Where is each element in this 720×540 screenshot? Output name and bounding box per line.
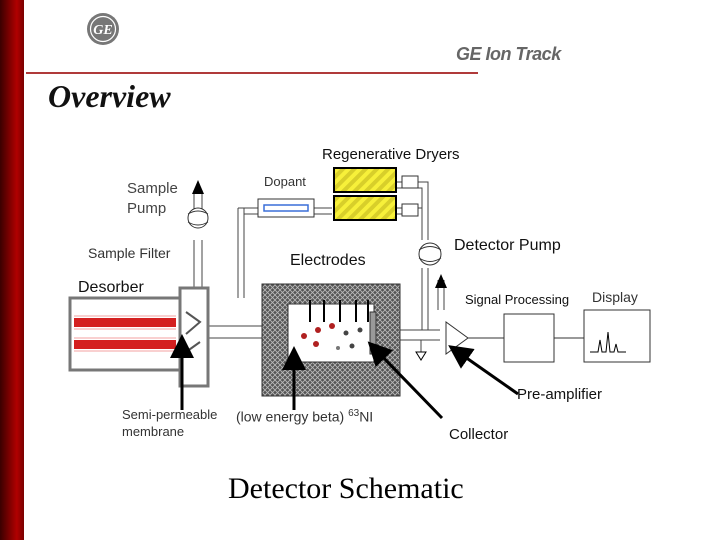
brand-name: GE Ion Track (456, 44, 561, 64)
label-regenerative-dryers: Regenerative Dryers (322, 146, 460, 163)
label-collector: Collector (449, 426, 509, 443)
side-bar (0, 0, 24, 540)
label-dopant: Dopant (264, 174, 306, 189)
label-electrodes: Electrodes (290, 252, 366, 269)
label-sample-pump-line1: Sample (127, 180, 178, 197)
detector-pump-exhaust-arrow (435, 274, 447, 288)
diagram-caption: Detector Schematic (228, 472, 464, 505)
dryer-bottom (333, 195, 397, 221)
detector-pump (418, 242, 442, 266)
label-semi-permeable-line1: Semi-permeable (122, 407, 218, 422)
electrode-rings (309, 300, 369, 322)
dryer-valve-top (401, 175, 419, 189)
header-rule (26, 72, 478, 74)
page-title: Overview (48, 78, 171, 114)
label-pre-amplifier: Pre-amplifier (517, 386, 603, 403)
label-desorber: Desorber (78, 279, 144, 296)
display-box (583, 309, 651, 363)
drift-tube (287, 303, 375, 363)
svg-text:GE: GE (93, 23, 112, 38)
sample-pump-exhaust-arrow (192, 180, 204, 194)
label-detector-pump: Detector Pump (454, 237, 561, 254)
desorber-body (178, 286, 210, 388)
label-beta-source: (low energy beta) 63NI (236, 408, 374, 425)
label-signal-processing: Signal Processing (465, 292, 570, 307)
pre-amplifier (445, 321, 469, 355)
dryer-valve-bottom (401, 203, 419, 217)
label-display: Display (592, 289, 638, 305)
label-sample-pump-line2: Pump (127, 200, 167, 217)
pointer-arrows (170, 334, 519, 420)
sample-pump (187, 207, 209, 229)
collector-plate (369, 311, 377, 355)
spectrum-trace (590, 331, 626, 353)
label-sample-filter: Sample Filter (88, 245, 171, 261)
signal-processing-box (503, 313, 555, 363)
desorber-heater (68, 296, 182, 372)
ion-particles (301, 323, 363, 350)
drain-arrow (415, 351, 427, 361)
dryer-top (333, 167, 397, 193)
ge-logo-icon: GE (87, 13, 119, 45)
label-semi-permeable-line2: membrane (122, 424, 185, 439)
